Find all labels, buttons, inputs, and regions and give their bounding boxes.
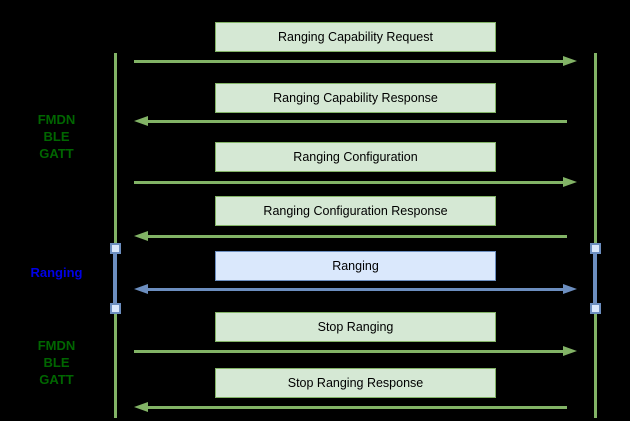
arrow-ranging-configuration <box>134 177 577 189</box>
message-box-stop-ranging-response: Stop Ranging Response <box>215 368 496 398</box>
activation-marker-right-start <box>590 243 601 254</box>
message-label: Ranging <box>332 259 379 273</box>
lifeline-left-segment-ranging <box>113 250 117 306</box>
message-label: Stop Ranging Response <box>287 376 424 390</box>
arrow-stop-ranging-response <box>134 402 577 414</box>
arrow-shaft <box>134 60 566 63</box>
activation-marker-left-end <box>110 303 121 314</box>
lifeline-right-segment-top <box>594 53 597 243</box>
message-box-ranging-configuration: Ranging Configuration <box>215 142 496 172</box>
lifeline-right-segment-bottom <box>594 312 597 418</box>
message-box-ranging-capability-response: Ranging Capability Response <box>215 83 496 113</box>
phase-label-line: Ranging <box>30 265 83 280</box>
message-box-ranging-configuration-response: Ranging Configuration Response <box>215 196 496 226</box>
arrowhead-right-icon <box>563 346 577 356</box>
phase-label-fmdn-ble-gatt-top: FMDN BLE GATT <box>0 111 113 162</box>
phase-label-line: BLE <box>43 129 70 144</box>
message-label: Stop Ranging <box>317 320 394 334</box>
arrow-shaft <box>145 235 567 238</box>
message-box-stop-ranging: Stop Ranging <box>215 312 496 342</box>
arrow-stop-ranging <box>134 346 577 358</box>
arrowhead-left-icon <box>134 231 148 241</box>
arrowhead-right-icon <box>563 284 577 294</box>
arrowhead-left-icon <box>134 402 148 412</box>
arrowhead-right-icon <box>563 56 577 66</box>
arrow-shaft <box>145 406 567 409</box>
message-label: Ranging Configuration Response <box>263 204 448 218</box>
arrowhead-left-icon <box>134 116 148 126</box>
arrowhead-left-icon <box>134 284 148 294</box>
arrow-ranging-configuration-response <box>134 231 577 243</box>
message-box-ranging-capability-request: Ranging Capability Request <box>215 22 496 52</box>
phase-label-ranging: Ranging <box>0 264 113 281</box>
lifeline-right-segment-ranging <box>593 250 597 306</box>
phase-label-line: FMDN <box>37 338 76 353</box>
arrow-ranging-bidirectional <box>134 284 577 296</box>
phase-label-line: FMDN <box>37 112 76 127</box>
lifeline-left-segment-bottom <box>114 312 117 418</box>
message-label: Ranging Capability Response <box>273 91 438 105</box>
arrow-ranging-capability-response <box>134 116 577 128</box>
arrow-shaft <box>134 181 566 184</box>
arrowhead-right-icon <box>563 177 577 187</box>
phase-label-fmdn-ble-gatt-bottom: FMDN BLE GATT <box>0 337 113 388</box>
phase-label-line: GATT <box>39 146 74 161</box>
message-label: Ranging Capability Request <box>278 30 433 44</box>
lifeline-left-segment-top <box>114 53 117 243</box>
phase-label-line: GATT <box>39 372 74 387</box>
arrow-shaft <box>145 288 566 291</box>
message-label: Ranging Configuration <box>293 150 418 164</box>
arrow-shaft <box>134 350 566 353</box>
arrow-shaft <box>145 120 567 123</box>
message-box-ranging: Ranging <box>215 251 496 281</box>
arrow-ranging-capability-request <box>134 56 577 68</box>
phase-label-line: BLE <box>43 355 70 370</box>
activation-marker-right-end <box>590 303 601 314</box>
activation-marker-left-start <box>110 243 121 254</box>
